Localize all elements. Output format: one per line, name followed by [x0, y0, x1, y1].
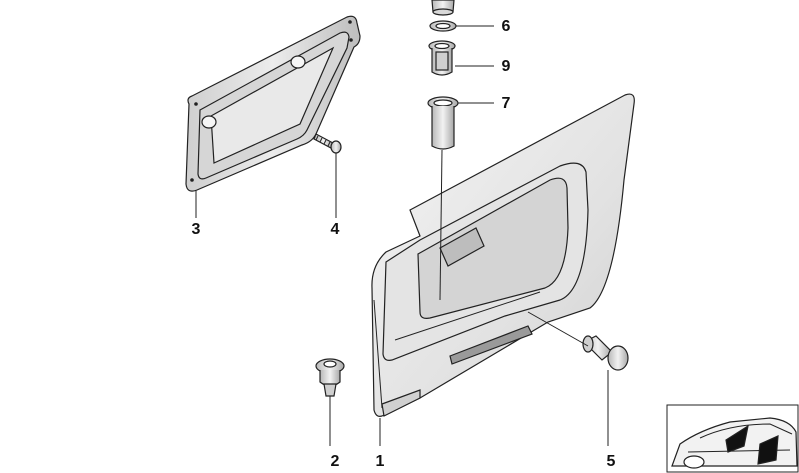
leader-lines [195, 25, 609, 446]
vehicle-locator-thumbnail [666, 404, 799, 473]
callout-part-7: 7 [502, 95, 511, 112]
callout-part-9: 9 [502, 58, 511, 75]
screw [313, 133, 342, 154]
callout-part-6: 6 [502, 18, 511, 35]
grommet-stack [427, 0, 459, 150]
push-rivet [582, 335, 629, 371]
side-trim-panel [371, 93, 635, 417]
clip [315, 358, 345, 397]
callout-part-3: 3 [192, 221, 201, 238]
callout-part-2: 2 [331, 453, 340, 470]
callout-part-4: 4 [331, 221, 340, 238]
cover-plate [185, 15, 361, 192]
callout-part-1: 1 [376, 453, 385, 470]
callout-part-5: 5 [607, 453, 616, 470]
